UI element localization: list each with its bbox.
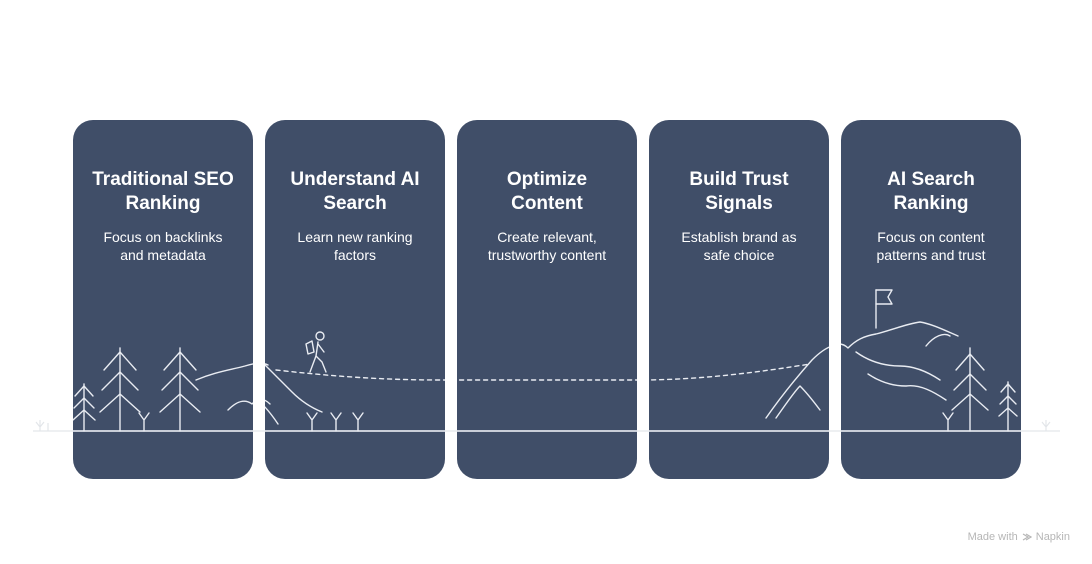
pine-tree-icon bbox=[73, 383, 96, 432]
step-title: Understand AI Search bbox=[290, 169, 420, 214]
brand-label: Napkin bbox=[1035, 531, 1070, 543]
step-description: Focus on content patterns and trust bbox=[876, 229, 986, 263]
step-card-optimize-content: Optimize Content Create relevant, trustw… bbox=[457, 120, 637, 479]
mountain-summit-line bbox=[829, 321, 959, 349]
pine-tree-icon bbox=[998, 381, 1018, 432]
step-card-ai-search-ranking: AI Search Ranking Focus on content patte… bbox=[841, 120, 1021, 479]
step-description: Create relevant, trustworthy content bbox=[487, 229, 607, 263]
ground-line-outside bbox=[33, 420, 1060, 432]
pine-tree-icon bbox=[99, 347, 141, 432]
flag-icon bbox=[875, 289, 893, 329]
sprout-icon bbox=[352, 412, 364, 432]
step-title: AI Search Ranking bbox=[887, 169, 975, 214]
napkin-logo-icon bbox=[1022, 533, 1032, 541]
step-card-understand-ai: Understand AI Search Learn new ranking f… bbox=[265, 120, 445, 479]
mountain-slope bbox=[775, 385, 821, 419]
sprout-icon bbox=[138, 412, 150, 432]
step-description: Focus on backlinks and metadata bbox=[103, 229, 223, 263]
step-card-traditional-seo: Traditional SEO Ranking Focus on backlin… bbox=[73, 120, 253, 479]
pine-tree-icon bbox=[159, 347, 201, 432]
hill-line bbox=[195, 362, 269, 381]
hill-line bbox=[925, 333, 951, 347]
pine-tree-icon bbox=[951, 347, 989, 432]
hiker-icon bbox=[305, 331, 327, 373]
step-description: Learn new ranking factors bbox=[297, 229, 413, 263]
made-with-credit: Made with Napkin bbox=[968, 531, 1070, 543]
hill-line bbox=[855, 351, 941, 381]
step-description: Establish brand as safe choice bbox=[681, 229, 797, 263]
mountain-slope bbox=[765, 345, 833, 419]
step-title: Build Trust Signals bbox=[689, 169, 789, 214]
made-with-label: Made with bbox=[967, 531, 1018, 543]
step-card-build-trust: Build Trust Signals Establish brand as s… bbox=[649, 120, 829, 479]
step-title: Traditional SEO Ranking bbox=[92, 169, 234, 214]
sprout-icon bbox=[306, 412, 318, 432]
mountain-slope bbox=[261, 403, 279, 425]
sprout-icon bbox=[942, 412, 954, 432]
mountain-slope bbox=[261, 361, 323, 413]
step-title: Optimize Content bbox=[506, 169, 588, 214]
sprout-icon bbox=[330, 412, 342, 432]
dashed-trail bbox=[275, 363, 811, 381]
hill-line bbox=[227, 398, 271, 411]
hill-line bbox=[867, 373, 947, 401]
